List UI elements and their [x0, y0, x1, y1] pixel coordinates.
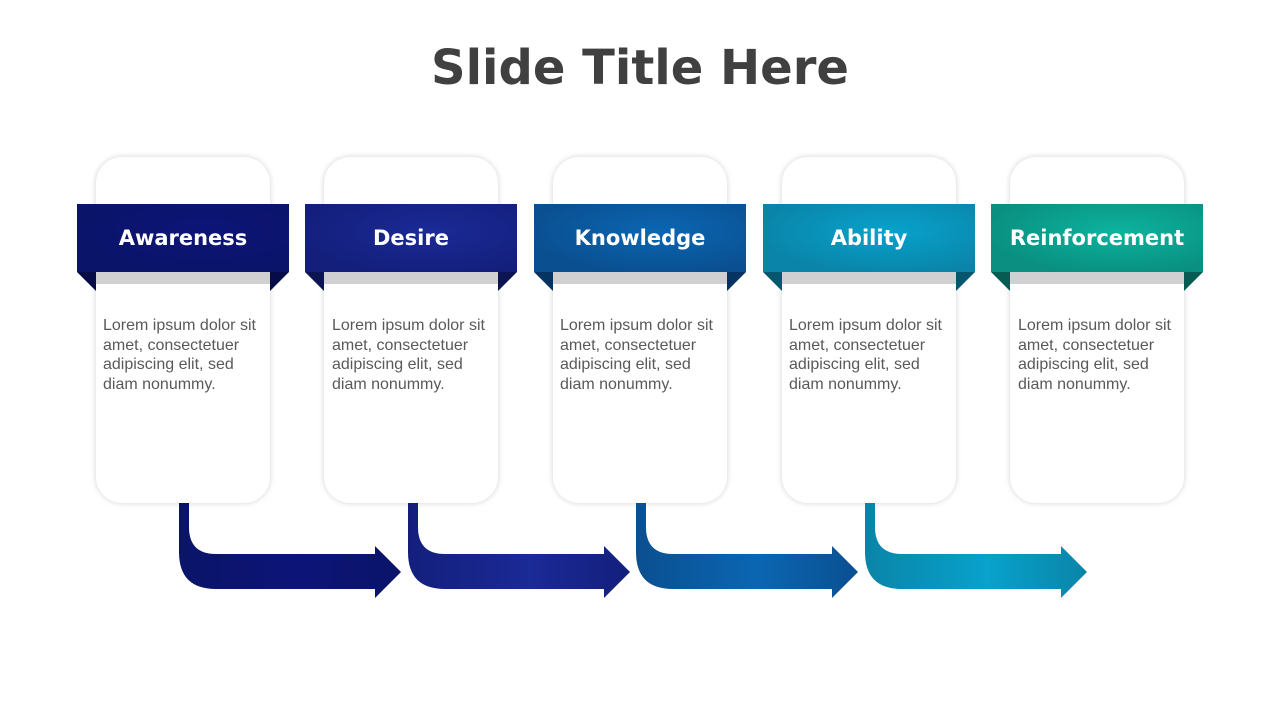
- step-description: Lorem ipsum dolor sit amet, consectetuer…: [789, 317, 942, 393]
- step-label-reinforcement: Reinforcement: [991, 204, 1203, 272]
- card-divider-strip: [324, 272, 498, 284]
- step-description: Lorem ipsum dolor sit amet, consectetuer…: [560, 317, 713, 393]
- step-description: Lorem ipsum dolor sit amet, consectetuer…: [332, 317, 485, 393]
- card-divider-strip: [1010, 272, 1184, 284]
- step-label-knowledge: Knowledge: [534, 204, 746, 272]
- card-divider-strip: [96, 272, 270, 284]
- card-divider-strip: [553, 272, 727, 284]
- card-divider-strip: [782, 272, 956, 284]
- step-label-desire: Desire: [305, 204, 517, 272]
- arrow-ability-to-reinforcement: [865, 503, 1087, 598]
- step-label-ability: Ability: [763, 204, 975, 272]
- arrow-awareness-to-desire: [179, 503, 401, 598]
- step-label-awareness: Awareness: [77, 204, 289, 272]
- arrow-knowledge-to-ability: [636, 503, 858, 598]
- arrow-desire-to-knowledge: [408, 503, 630, 598]
- step-description: Lorem ipsum dolor sit amet, consectetuer…: [103, 317, 256, 393]
- step-description: Lorem ipsum dolor sit amet, consectetuer…: [1018, 317, 1171, 393]
- slide-title: Slide Title Here: [431, 40, 849, 96]
